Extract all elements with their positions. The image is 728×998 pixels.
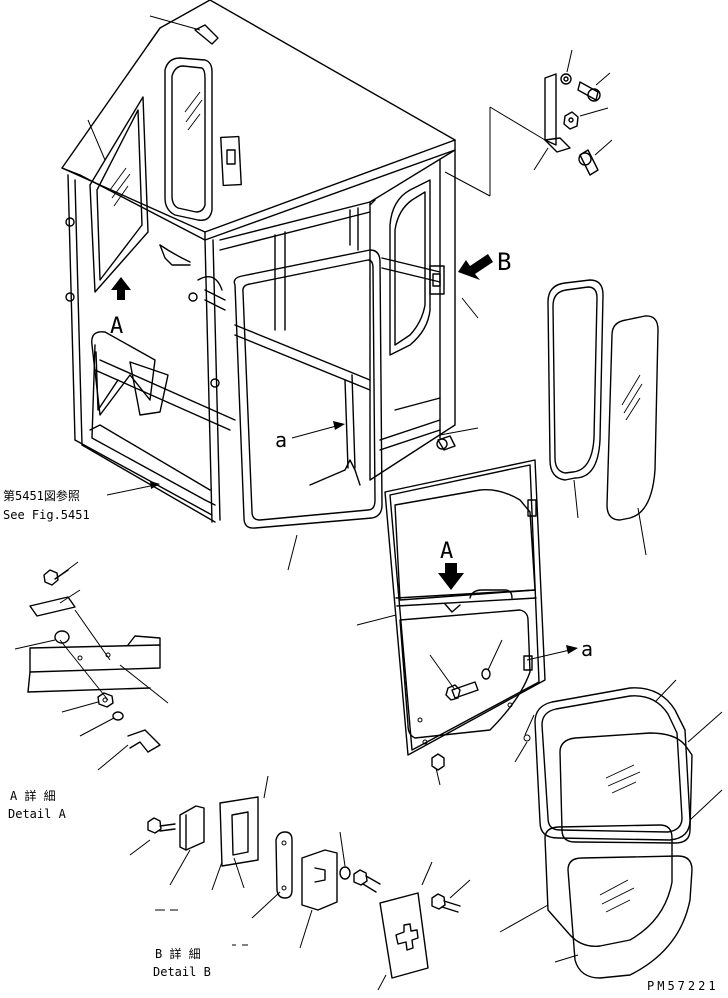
- detail-a-jp-label: A 詳 細: [10, 788, 56, 803]
- see-fig-jp-label: 第5451図参照: [3, 488, 80, 503]
- detail-b-jp-label: B 詳 細: [155, 946, 201, 961]
- side-window-seal: [547, 279, 604, 481]
- detail-a-parts: [14, 561, 169, 771]
- door-panel: [384, 459, 546, 771]
- door-upper-window-glass: [559, 732, 693, 844]
- arrow-left-icon: [458, 254, 493, 280]
- ref-a-right-label: a: [581, 637, 593, 661]
- side-window-glass: [606, 315, 659, 521]
- arrow-down-icon: [438, 563, 464, 590]
- door-lower-window-glass: [567, 855, 693, 979]
- ref-a-left-label: a: [275, 428, 287, 452]
- detail-b-en-label: Detail B: [153, 965, 211, 979]
- drawing-number: PM57221: [647, 979, 719, 993]
- arrow-up-icon: [111, 277, 131, 300]
- door-a-label: A: [440, 539, 453, 564]
- view-a-label: A: [110, 314, 123, 339]
- door-upper-window-seal: [534, 687, 691, 841]
- roof-bracket-parts: [444, 49, 613, 197]
- detail-a-en-label: Detail A: [8, 807, 67, 821]
- detail-b-parts: [129, 775, 471, 991]
- door-lower-window-seal: [544, 824, 673, 947]
- cab-assembly: [61, 0, 456, 529]
- view-b-label: B: [497, 248, 511, 276]
- see-fig-en-label: See Fig.5451: [3, 508, 90, 522]
